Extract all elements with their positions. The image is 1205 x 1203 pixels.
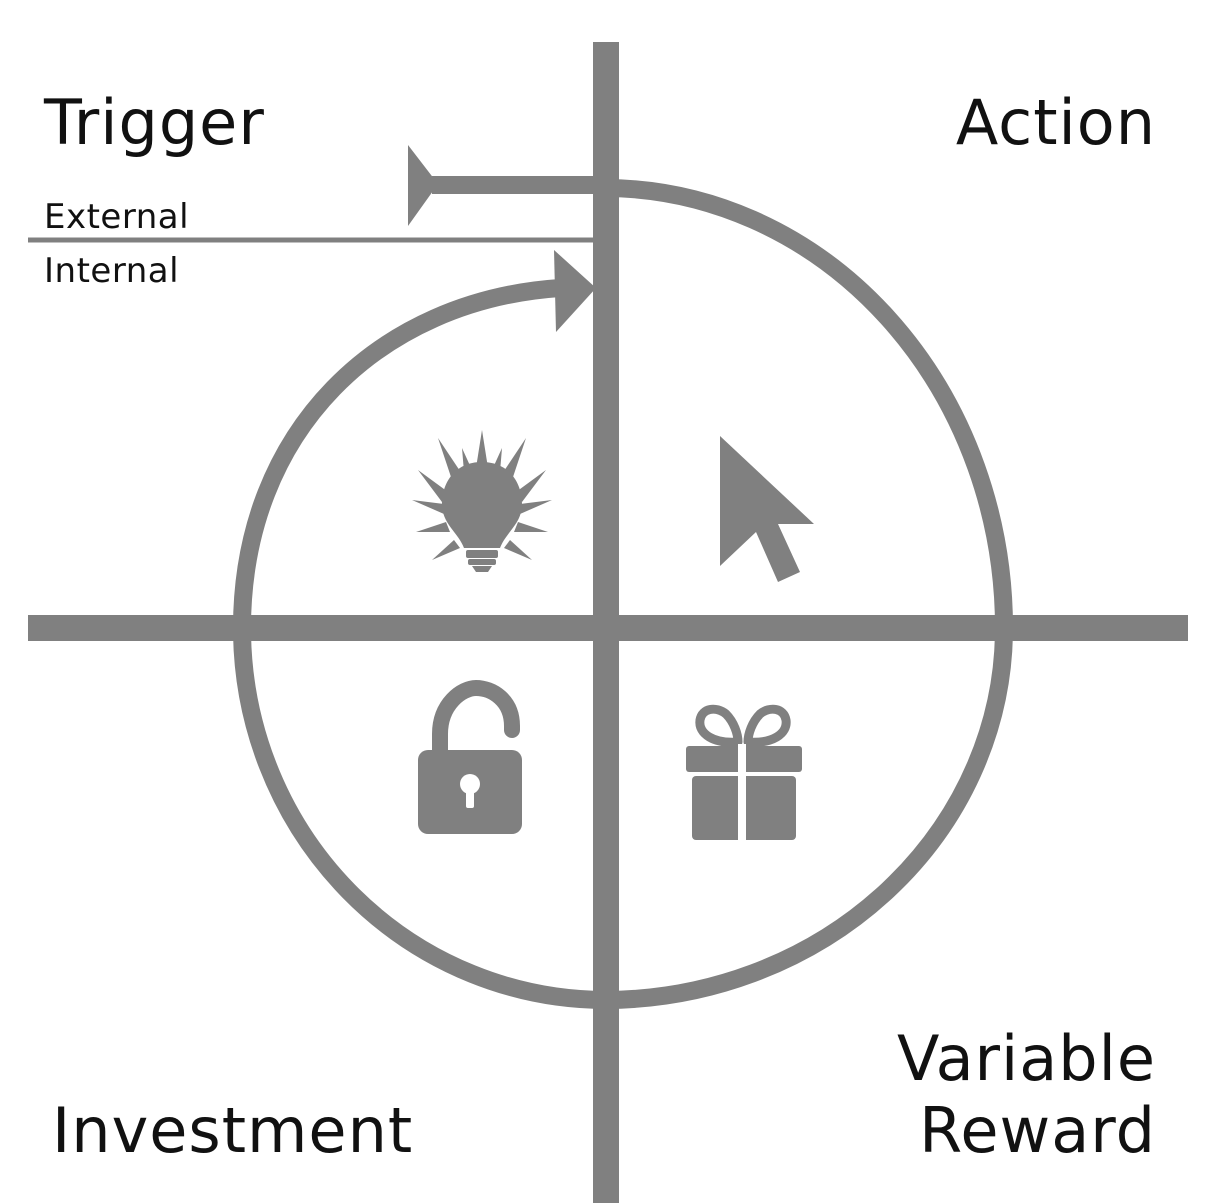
gift-ribbon [738,744,746,842]
variable-reward-label-line1: Variable [897,1022,1156,1095]
internal-trigger-arrowhead [554,250,596,332]
hook-loop [233,176,1014,1010]
loop-arc-return [233,279,561,629]
lightbulb-icon [412,430,552,572]
padlock-keyhole [460,774,480,794]
lightbulb-base [466,550,498,558]
padlock-shackle [432,679,520,764]
cursor-arrow-icon [720,436,814,582]
gift-bow-left [695,704,743,747]
internal-trigger-label: Internal [44,251,179,291]
external-trigger-arrowhead [408,145,438,226]
investment-label: Investment [52,1094,413,1167]
axes [28,42,1188,1203]
lightbulb-glass [442,462,522,548]
action-label: Action [956,86,1156,159]
variable-reward-label-line2: Reward [919,1094,1156,1167]
loop-arc-main [233,179,1014,1010]
gift-icon [686,704,802,842]
unlocked-padlock-icon [418,679,522,834]
trigger-label: Trigger [43,86,265,159]
gift-bow-right [743,704,791,747]
external-trigger-label: External [44,197,189,237]
